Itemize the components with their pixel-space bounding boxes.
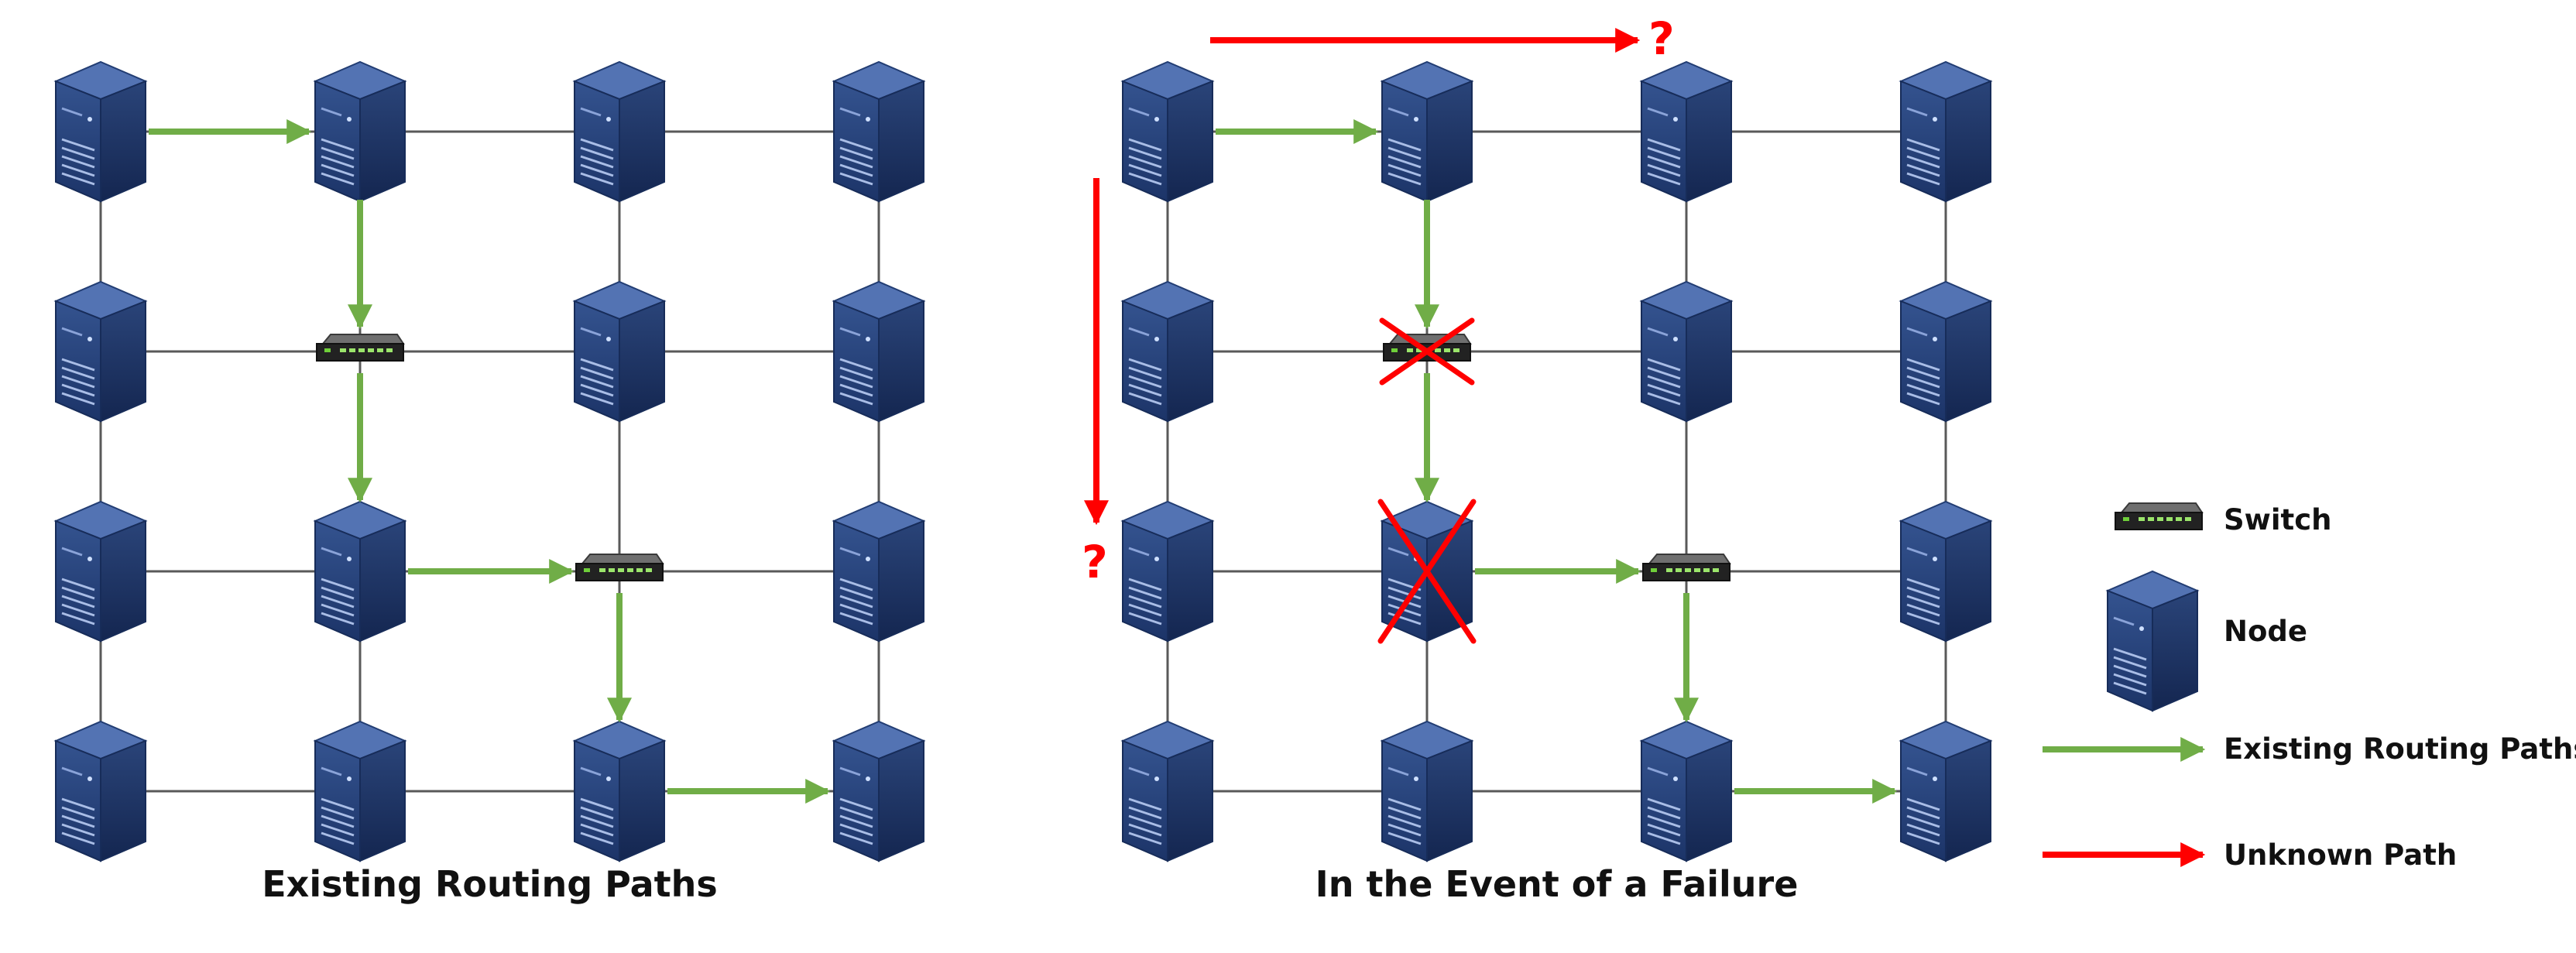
server-node-icon: [53, 720, 148, 862]
switch-icon: [575, 554, 664, 581]
server-node-icon: [1899, 720, 1993, 862]
server-node-icon: [53, 500, 148, 643]
server-node-icon: [1639, 280, 1734, 423]
server-node-icon: [572, 60, 667, 203]
diagram-title-existing: Existing Routing Paths: [262, 863, 718, 905]
server-node-icon: [1899, 500, 1993, 643]
failure-x-mark: [1379, 317, 1475, 386]
legend-label-unknown-path: Unknown Path: [2224, 838, 2458, 872]
unknown-mark-right: ?: [1648, 12, 1675, 65]
server-node-icon: [1120, 500, 1215, 643]
server-node-icon: [1120, 720, 1215, 862]
server-node-icon: [832, 500, 926, 643]
legend-label-existing-routing: Existing Routing Paths: [2224, 732, 2576, 766]
legend-label-node: Node: [2224, 615, 2307, 648]
server-node-icon: [313, 60, 407, 203]
server-node-icon: [832, 280, 926, 423]
legend-label-switch: Switch: [2224, 503, 2332, 536]
legend-graphics: [2043, 502, 2206, 867]
switch-icon: [316, 334, 405, 362]
server-node-icon: [1120, 60, 1215, 203]
server-node-icon: [572, 720, 667, 862]
switch-icon: [1383, 334, 1472, 362]
server-node-icon: [572, 280, 667, 423]
unknown-mark-down: ?: [1082, 536, 1108, 588]
legend-node-icon: [2105, 570, 2200, 712]
switch-icon: [1642, 554, 1731, 581]
grid-connections: [99, 130, 1947, 793]
server-node-icon: [1639, 60, 1734, 203]
server-node-icon: [53, 60, 148, 203]
server-node-icon: [1380, 720, 1474, 862]
server-node-icon: [313, 720, 407, 862]
diagram-title-failure: In the Event of a Failure: [1315, 863, 1799, 905]
failure-x-mark: [1377, 499, 1477, 644]
server-node-icon: [1899, 60, 1993, 203]
server-node-icon: [1899, 280, 1993, 423]
server-node-icon: [1120, 280, 1215, 423]
legend-switch-icon: [2115, 502, 2204, 530]
server-node-icon: [313, 500, 407, 643]
routing-arrows: ??: [149, 12, 1898, 804]
server-node-icon: [1380, 60, 1474, 203]
server-node-icon: [1639, 720, 1734, 862]
server-node-icon: [832, 720, 926, 862]
server-node-icon: [832, 60, 926, 203]
server-node-icon: [53, 280, 148, 423]
devices: [53, 60, 1993, 862]
failure-marks: [1377, 317, 1477, 644]
